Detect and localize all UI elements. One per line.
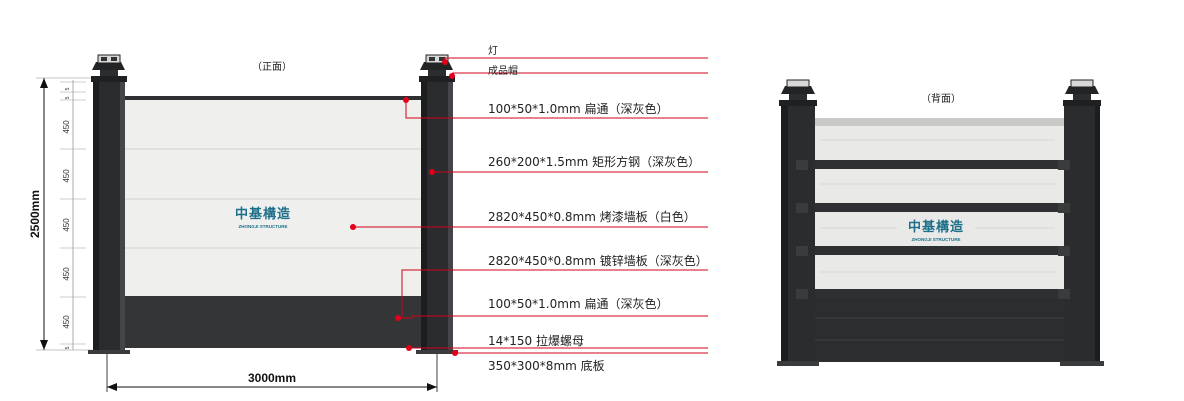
callout-dots xyxy=(350,59,458,356)
back-right-post xyxy=(1058,79,1104,366)
back-logo-sub: ZHONGJI STRUCTURE xyxy=(911,237,960,242)
section-height-2: 450 xyxy=(62,169,71,183)
small-tick-3: 5 xyxy=(65,346,71,349)
height-dimension-label: 2500mm xyxy=(28,190,42,238)
width-dimension: 3000mm xyxy=(106,354,438,392)
section-height-5: 450 xyxy=(62,315,71,329)
width-dimension-label: 3000mm xyxy=(248,371,296,385)
callout-bottom-flat-tube: 100*50*1.0mm 扁通（深灰色） xyxy=(488,297,668,311)
back-logo-text: 中基構造 xyxy=(908,219,964,235)
callout-square-steel: 260*200*1.5mm 矩形方钢（深灰色） xyxy=(488,154,700,169)
small-tick-2: 5 xyxy=(65,96,71,99)
front-right-post xyxy=(416,54,458,354)
back-left-post xyxy=(777,79,819,366)
front-caption: （正面） xyxy=(252,61,292,73)
section-ticks: 5 5 450 450 450 450 450 5 xyxy=(60,80,86,350)
callout-lamp: 灯 xyxy=(488,45,498,57)
small-tick-1: 5 xyxy=(65,87,71,90)
front-view: （正面） 2500mm 5 5 450 450 450 450 xyxy=(28,45,708,392)
front-left-post xyxy=(88,54,130,354)
callout-post-cap: 成品帽 xyxy=(488,64,518,77)
callout-anchor-bolt: 14*150 拉爆螺母 xyxy=(488,333,584,348)
callout-labels: 灯 成品帽 100*50*1.0mm 扁通（深灰色） 260*200*1.5mm… xyxy=(488,45,708,373)
front-logo-text: 中基構造 xyxy=(235,206,291,222)
section-height-1: 450 xyxy=(62,120,71,134)
callout-top-flat-tube: 100*50*1.0mm 扁通（深灰色） xyxy=(488,102,668,116)
callout-base-plate: 350*300*8mm 底板 xyxy=(488,358,605,373)
callout-galvanized-panel: 2820*450*0.8mm 镀锌墙板（深灰色） xyxy=(488,254,708,268)
back-caption: （背面） xyxy=(921,92,961,105)
section-height-3: 450 xyxy=(62,218,71,232)
callout-painted-panel: 2820*450*0.8mm 烤漆墙板（白色） xyxy=(488,209,696,224)
front-logo-sub: ZHONGJI STRUCTURE xyxy=(238,224,287,229)
back-logo: 中基構造 ZHONGJI STRUCTURE xyxy=(897,212,975,242)
front-wall-panels xyxy=(125,96,421,348)
height-dimension: 2500mm xyxy=(28,77,92,351)
front-logo: 中基構造 ZHONGJI STRUCTURE xyxy=(224,201,302,229)
section-height-4: 450 xyxy=(62,267,71,281)
back-view: （背面） 中基構造 ZHONGJI STRUCTURE xyxy=(777,79,1104,366)
